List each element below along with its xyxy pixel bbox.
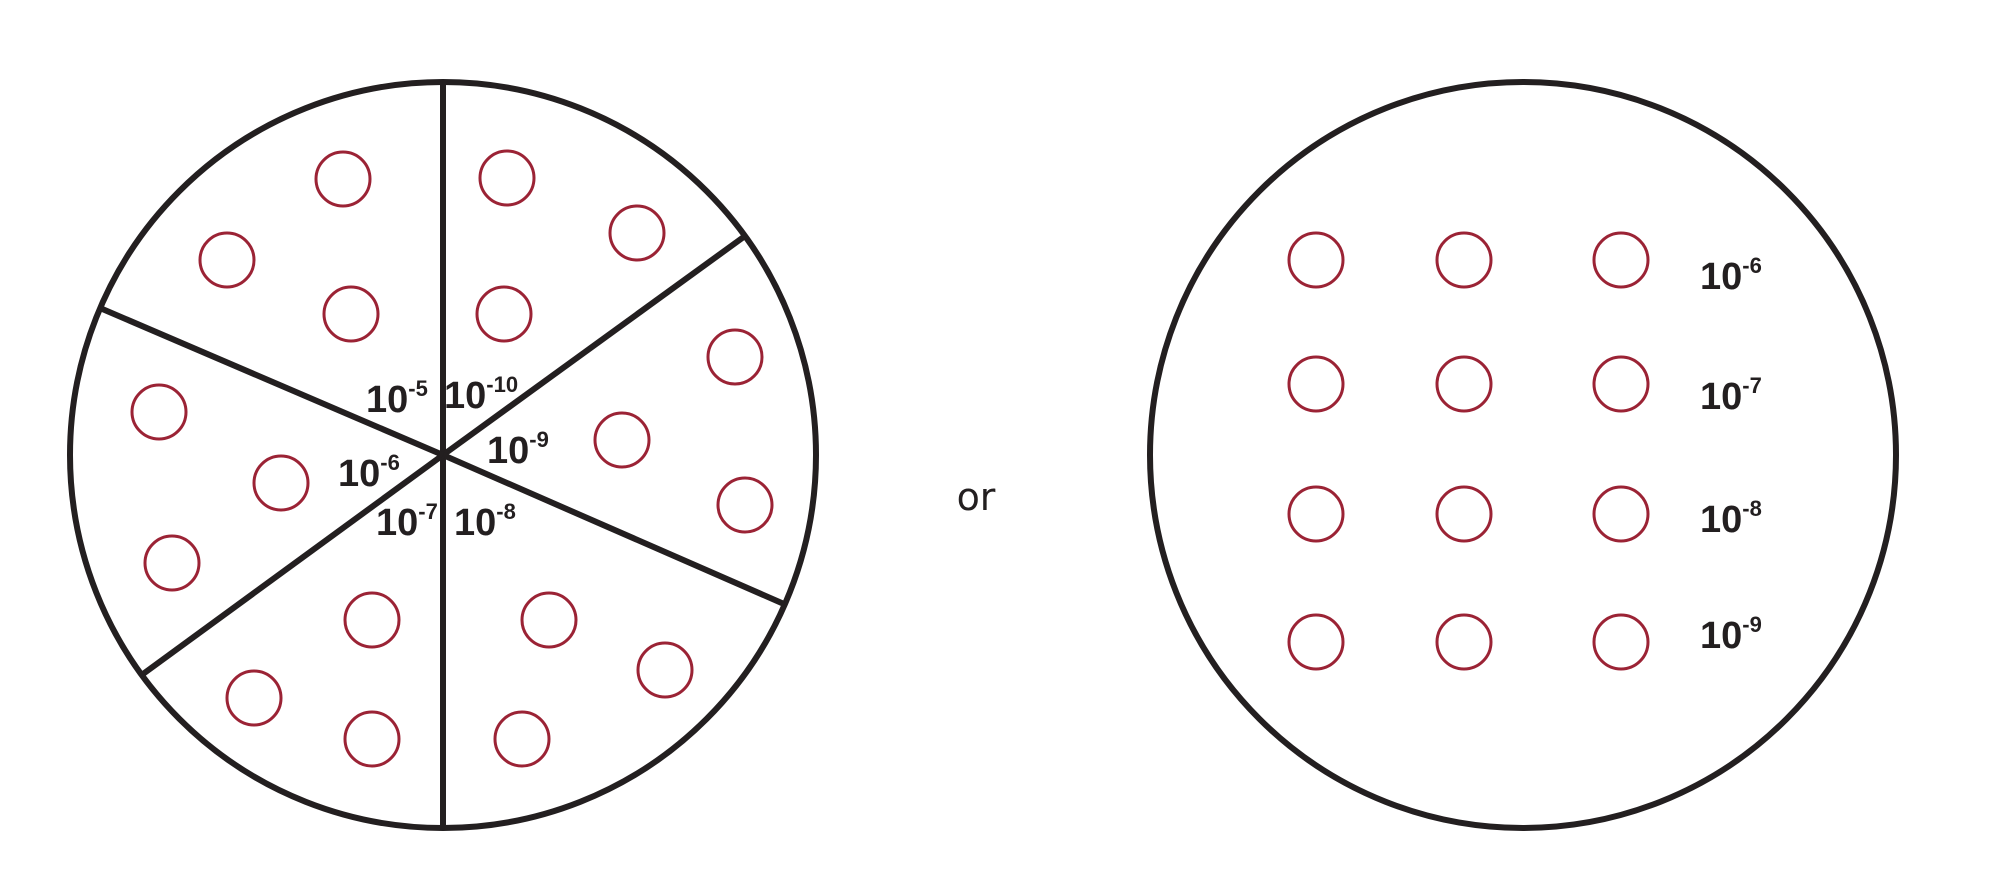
sector-divider bbox=[441, 233, 747, 458]
well bbox=[1592, 355, 1650, 413]
well bbox=[198, 231, 256, 289]
well bbox=[322, 285, 380, 343]
sector-label: 10-10 bbox=[444, 372, 518, 417]
well bbox=[225, 669, 283, 727]
sector-label: 10-9 bbox=[487, 427, 549, 472]
well bbox=[520, 591, 578, 649]
sector-label: 10-5 bbox=[366, 376, 428, 421]
well bbox=[478, 149, 536, 207]
well bbox=[1592, 613, 1650, 671]
row-label: 10-6 bbox=[1700, 253, 1762, 298]
sector-labels: 10-5 10-10 10-9 10-8 10-7 10-6 bbox=[338, 372, 549, 544]
sector-label: 10-6 bbox=[338, 450, 400, 495]
sector-divider bbox=[441, 452, 786, 607]
row-label: 10-9 bbox=[1700, 612, 1762, 657]
well bbox=[1435, 231, 1493, 289]
well bbox=[608, 204, 666, 262]
grid-plate: 10-6 10-7 10-8 10-9 bbox=[1147, 79, 1899, 831]
well bbox=[343, 591, 401, 649]
sector-label: 10-8 bbox=[454, 499, 516, 544]
well bbox=[593, 411, 651, 469]
row-label: 10-7 bbox=[1700, 373, 1762, 418]
well bbox=[706, 328, 764, 386]
well bbox=[716, 476, 774, 534]
grid-plate-outline bbox=[1147, 79, 1899, 831]
well bbox=[1592, 485, 1650, 543]
sector-divider bbox=[141, 452, 445, 677]
well bbox=[252, 454, 310, 512]
well bbox=[1435, 355, 1493, 413]
grid-wells bbox=[1287, 231, 1650, 671]
grid-row-labels: 10-6 10-7 10-8 10-9 bbox=[1700, 253, 1762, 657]
well bbox=[343, 710, 401, 768]
well bbox=[1287, 355, 1345, 413]
well bbox=[314, 150, 372, 208]
well bbox=[1435, 613, 1493, 671]
well bbox=[1287, 485, 1345, 543]
well bbox=[1435, 485, 1493, 543]
well bbox=[1287, 231, 1345, 289]
sector-plate: 10-5 10-10 10-9 10-8 10-7 10-6 bbox=[67, 79, 819, 831]
well bbox=[493, 710, 551, 768]
sector-label: 10-7 bbox=[376, 499, 438, 544]
well bbox=[143, 534, 201, 592]
sector-divider bbox=[98, 305, 445, 458]
well bbox=[636, 641, 694, 699]
or-connector: or bbox=[957, 475, 996, 519]
sector-wells bbox=[130, 149, 774, 768]
row-label: 10-8 bbox=[1700, 496, 1762, 541]
well bbox=[1287, 613, 1345, 671]
sector-divider-lines bbox=[98, 82, 786, 828]
well bbox=[1592, 231, 1650, 289]
well bbox=[475, 285, 533, 343]
well bbox=[130, 383, 188, 441]
